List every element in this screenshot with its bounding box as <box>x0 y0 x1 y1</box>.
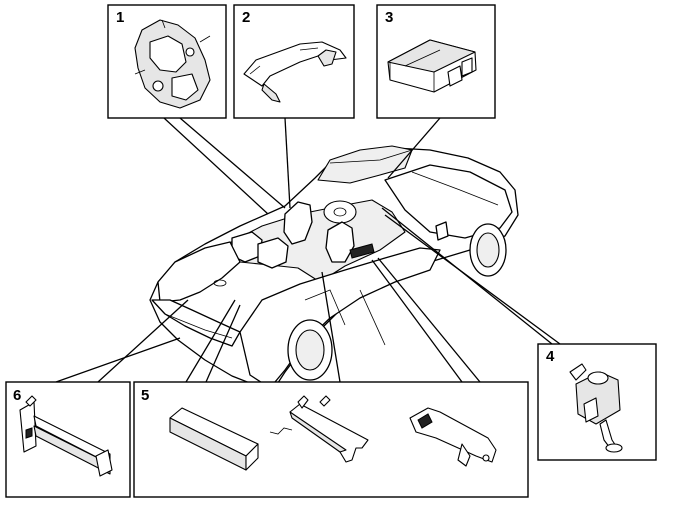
callout-number-5: 5 <box>141 387 149 404</box>
callout-number-2: 2 <box>242 9 250 26</box>
pedal-switch-icon <box>569 363 623 453</box>
callout-number-3: 3 <box>385 9 393 26</box>
convertible-car-icon <box>149 145 519 393</box>
callout-number-4: 4 <box>546 348 555 365</box>
interior-antenna-icon <box>269 395 369 463</box>
callout-number-6: 6 <box>13 387 21 404</box>
callout-box-1: 1 <box>107 4 227 119</box>
antenna-bracket-icon <box>409 407 497 467</box>
leader-lines <box>55 117 561 383</box>
control-module-icon <box>387 39 477 93</box>
rear-antenna-icon <box>19 395 113 477</box>
callout-box-5: 5 <box>133 381 529 498</box>
callout-box-4: 4 <box>537 343 657 461</box>
callout-number-1: 1 <box>116 9 124 26</box>
door-handle-icon <box>243 41 347 103</box>
door-lock-mechanism-icon <box>134 19 211 109</box>
antenna-bar-icon <box>169 407 259 471</box>
callout-box-3: 3 <box>376 4 496 119</box>
callout-box-2: 2 <box>233 4 355 119</box>
callout-box-6: 6 <box>5 381 131 498</box>
